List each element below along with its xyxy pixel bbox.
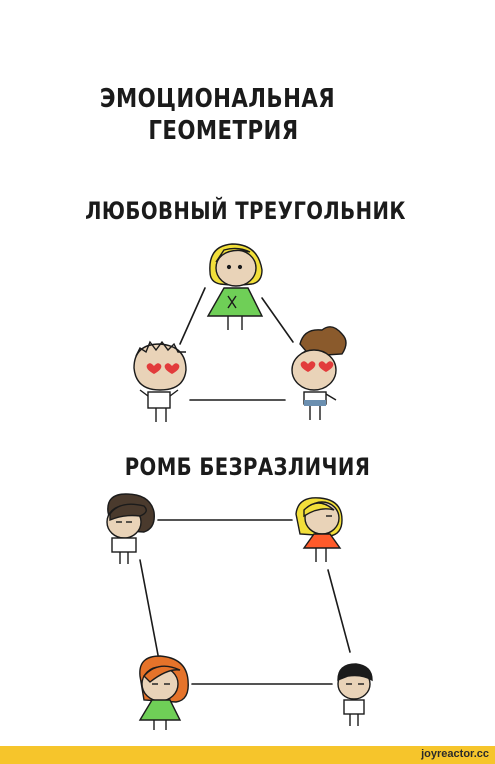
section-title-love-triangle: ЛЮБОВНЫЙ ТРЕУГОЛЬНИК — [85, 197, 406, 225]
watermark-bar: joyreactor.cc — [0, 746, 495, 764]
rhombus-edge-left — [139, 559, 159, 656]
triangle-edge-right — [261, 297, 294, 343]
heart-eyes-icon — [146, 363, 162, 374]
figure-top-girl — [206, 243, 264, 330]
rhombus-edge-right — [327, 569, 351, 653]
triangle-edge-left — [179, 287, 206, 345]
section-title-rhombus: РОМБ БЕЗРАЗЛИЧИЯ — [124, 453, 371, 481]
page-title-line-2: ГЕОМЕТРИЯ — [148, 116, 299, 146]
page-title-line-1: ЭМОЦИОНАЛЬНАЯ — [99, 84, 336, 114]
figure-rhombus-top-right — [295, 497, 343, 562]
figure-rhombus-top-left — [106, 493, 155, 564]
figure-left-boy-heart-eyes — [133, 340, 187, 422]
figure-rhombus-bottom-right — [337, 663, 373, 726]
figure-right-boy-heart-eyes — [291, 326, 347, 420]
figure-rhombus-bottom-left — [138, 655, 189, 730]
watermark-text[interactable]: joyreactor.cc — [421, 748, 489, 760]
